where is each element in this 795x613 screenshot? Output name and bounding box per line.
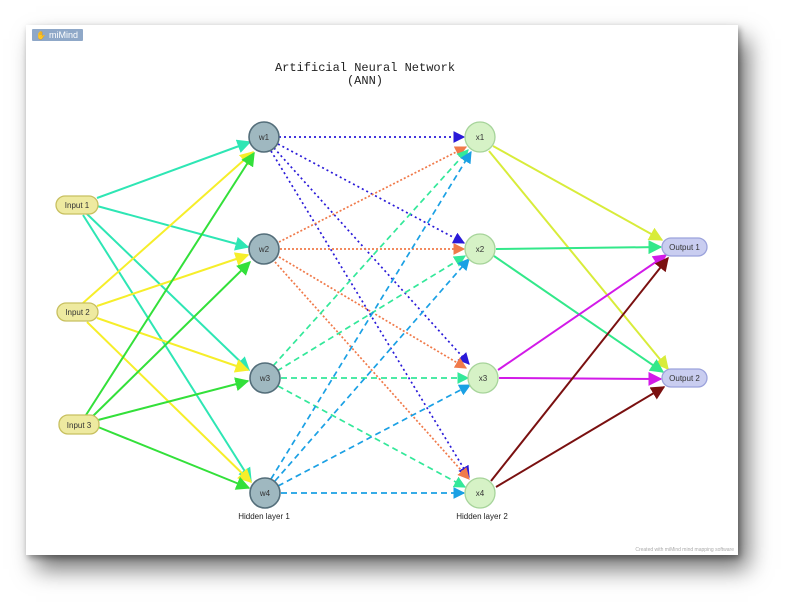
output-node-2-label: Output 2 — [669, 374, 700, 383]
hidden2-node-x2-label: x2 — [476, 245, 485, 254]
w3-edges — [272, 149, 470, 488]
hidden2-node-x3[interactable]: x3 — [467, 362, 499, 394]
edge-input1-w3 — [86, 213, 251, 371]
edge-input3-w3 — [97, 377, 250, 421]
hidden1-node-w1[interactable]: w1 — [248, 121, 280, 153]
hidden1-node-w4[interactable]: w4 — [249, 477, 281, 509]
edge-x3-output1 — [497, 254, 668, 371]
output-node-2[interactable]: Output 2 — [661, 368, 708, 388]
hidden2-node-x3-label: x3 — [479, 374, 488, 383]
input-node-2-label: Input 2 — [65, 308, 90, 317]
mimind-logo: ✋miMind — [32, 29, 83, 41]
hidden-layer-2-label: Hidden layer 2 — [456, 512, 508, 521]
edge-input1-w1 — [96, 139, 252, 199]
hidden1-node-w4-label: w4 — [259, 489, 271, 498]
edge-input3-w1 — [85, 151, 255, 416]
mimind-logo-icon: ✋ — [36, 31, 46, 40]
input-node-1-label: Input 1 — [65, 201, 90, 210]
hidden-layer-1-label: Hidden layer 1 — [238, 512, 290, 521]
edge-x3-output2 — [498, 371, 663, 386]
input-to-hidden1-edges — [82, 139, 255, 490]
hidden2-node-x2[interactable]: x2 — [464, 233, 496, 265]
input-node-3[interactable]: Input 3 — [58, 414, 100, 435]
edge-input2-w3 — [96, 317, 250, 373]
edge-w2-x1 — [278, 146, 468, 243]
hidden2-node-x4[interactable]: x4 — [464, 477, 496, 509]
edge-input1-w2 — [96, 205, 250, 251]
hidden1-node-w3-label: w3 — [259, 374, 271, 383]
edge-x1-output2 — [488, 150, 669, 371]
edge-w3-x2 — [276, 255, 467, 372]
edge-w4-x1 — [270, 150, 472, 480]
edge-input3-w4 — [97, 426, 251, 490]
footer-credit: Created with miMind mind mapping softwar… — [635, 547, 734, 553]
hidden2-node-x1-label: x1 — [476, 133, 485, 142]
edge-x4-output2 — [495, 386, 666, 488]
brand-name: miMind — [48, 30, 78, 40]
edge-w3-x4 — [277, 385, 467, 488]
edge-x2-output1 — [495, 240, 663, 255]
edge-w1-x3 — [273, 147, 470, 365]
output-node-1[interactable]: Output 1 — [661, 237, 708, 257]
edge-w1-x4 — [270, 150, 470, 479]
edge-w3-x1 — [272, 149, 469, 367]
edge-x4-output1 — [490, 256, 669, 482]
edge-input1-w4 — [82, 214, 252, 483]
output-node-1-label: Output 1 — [669, 243, 700, 252]
edge-input3-w2 — [91, 261, 251, 418]
hidden2-node-x4-label: x4 — [476, 489, 485, 498]
edge-x1-output1 — [492, 145, 664, 241]
hidden1-node-w3[interactable]: w3 — [249, 362, 281, 394]
edge-w4-x2 — [274, 258, 470, 482]
input-node-2[interactable]: Input 2 — [56, 302, 99, 322]
hidden1-node-w2-label: w2 — [258, 245, 270, 254]
diagram-title-line-2: (ANN) — [347, 74, 383, 88]
edge-w1-x2 — [277, 143, 466, 244]
hidden2-node-x1[interactable]: x1 — [464, 121, 496, 153]
edge-input2-w1 — [82, 151, 255, 304]
hidden1-node-w1-label: w1 — [258, 133, 270, 142]
w1-edges — [270, 131, 470, 479]
hidden2-to-output-edges — [488, 145, 669, 488]
input-node-3-label: Input 3 — [67, 421, 92, 430]
hidden1-node-w2[interactable]: w2 — [248, 233, 280, 265]
input-node-1[interactable]: Input 1 — [55, 195, 99, 215]
edge-w4-x3 — [277, 384, 472, 487]
edge-w2-x4 — [274, 261, 470, 480]
diagram-title-line-1: Artificial Neural Network — [275, 61, 455, 75]
w4-edges — [270, 150, 472, 499]
